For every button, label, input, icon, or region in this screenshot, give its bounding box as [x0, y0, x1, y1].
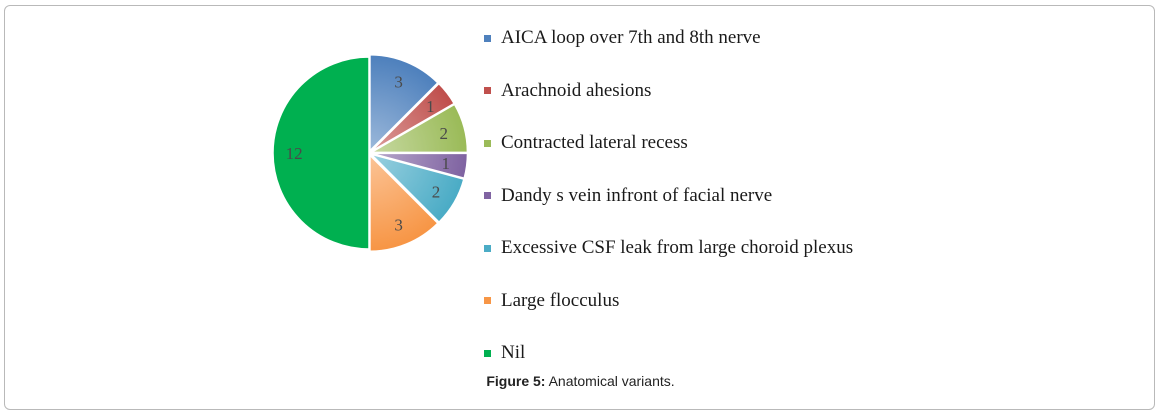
legend-swatch-5 — [484, 297, 491, 305]
pie-slice-1 — [370, 82, 456, 153]
figure-caption: Figure 5: Anatomical variants. — [0, 373, 1161, 389]
legend-swatch-4 — [484, 244, 491, 252]
legend-label-6: Nil — [501, 342, 526, 364]
legend-label-1: Arachnoid ahesions — [501, 79, 652, 101]
legend-label-5: Large flocculus — [501, 289, 620, 311]
pie-data-label-3: 1 — [441, 154, 450, 173]
legend-item-4: Excessive CSF leak from large choroid pl… — [484, 222, 853, 275]
pie-data-label-2: 2 — [439, 124, 448, 143]
pie-data-label-5: 3 — [394, 215, 403, 234]
pie-slice-3 — [371, 152, 469, 180]
legend-swatch-0 — [484, 34, 491, 42]
legend-item-1: Arachnoid ahesions — [484, 65, 853, 118]
legend-label-0: AICA loop over 7th and 8th nerve — [501, 27, 761, 49]
legend-swatch-1 — [484, 87, 491, 95]
legend-item-5: Large flocculus — [484, 275, 853, 328]
pie-slice-2 — [368, 103, 469, 154]
pie-slice-0 — [369, 53, 439, 153]
legend-swatch-3 — [484, 192, 491, 200]
legend-item-0: AICA loop over 7th and 8th nerve — [484, 12, 853, 65]
figure-frame — [4, 5, 1155, 410]
pie-slice-6 — [272, 56, 370, 250]
legend-label-3: Dandy s vein infront of facial nerve — [501, 184, 773, 206]
pie-data-label-6: 12 — [286, 144, 303, 163]
pie-slice-5 — [369, 153, 439, 253]
legend-label-4: Excessive CSF leak from large choroid pl… — [501, 237, 854, 259]
legend-item-3: Dandy s vein infront of facial nerve — [484, 170, 853, 223]
pie-data-label-0: 3 — [394, 73, 403, 92]
legend-item-6: Nil — [484, 327, 853, 380]
figure-caption-text: Anatomical variants. — [545, 373, 675, 389]
legend-label-2: Contracted lateral recess — [501, 132, 688, 154]
pie-data-label-4: 2 — [432, 183, 441, 202]
figure-caption-label: Figure 5: — [486, 373, 546, 389]
pie-slice-4 — [368, 152, 465, 224]
pie-data-label-1: 1 — [426, 97, 435, 116]
pie-slices — [272, 53, 469, 253]
legend-swatch-2 — [484, 139, 491, 147]
legend-swatch-6 — [484, 349, 491, 357]
legend-item-2: Contracted lateral recess — [484, 117, 853, 170]
